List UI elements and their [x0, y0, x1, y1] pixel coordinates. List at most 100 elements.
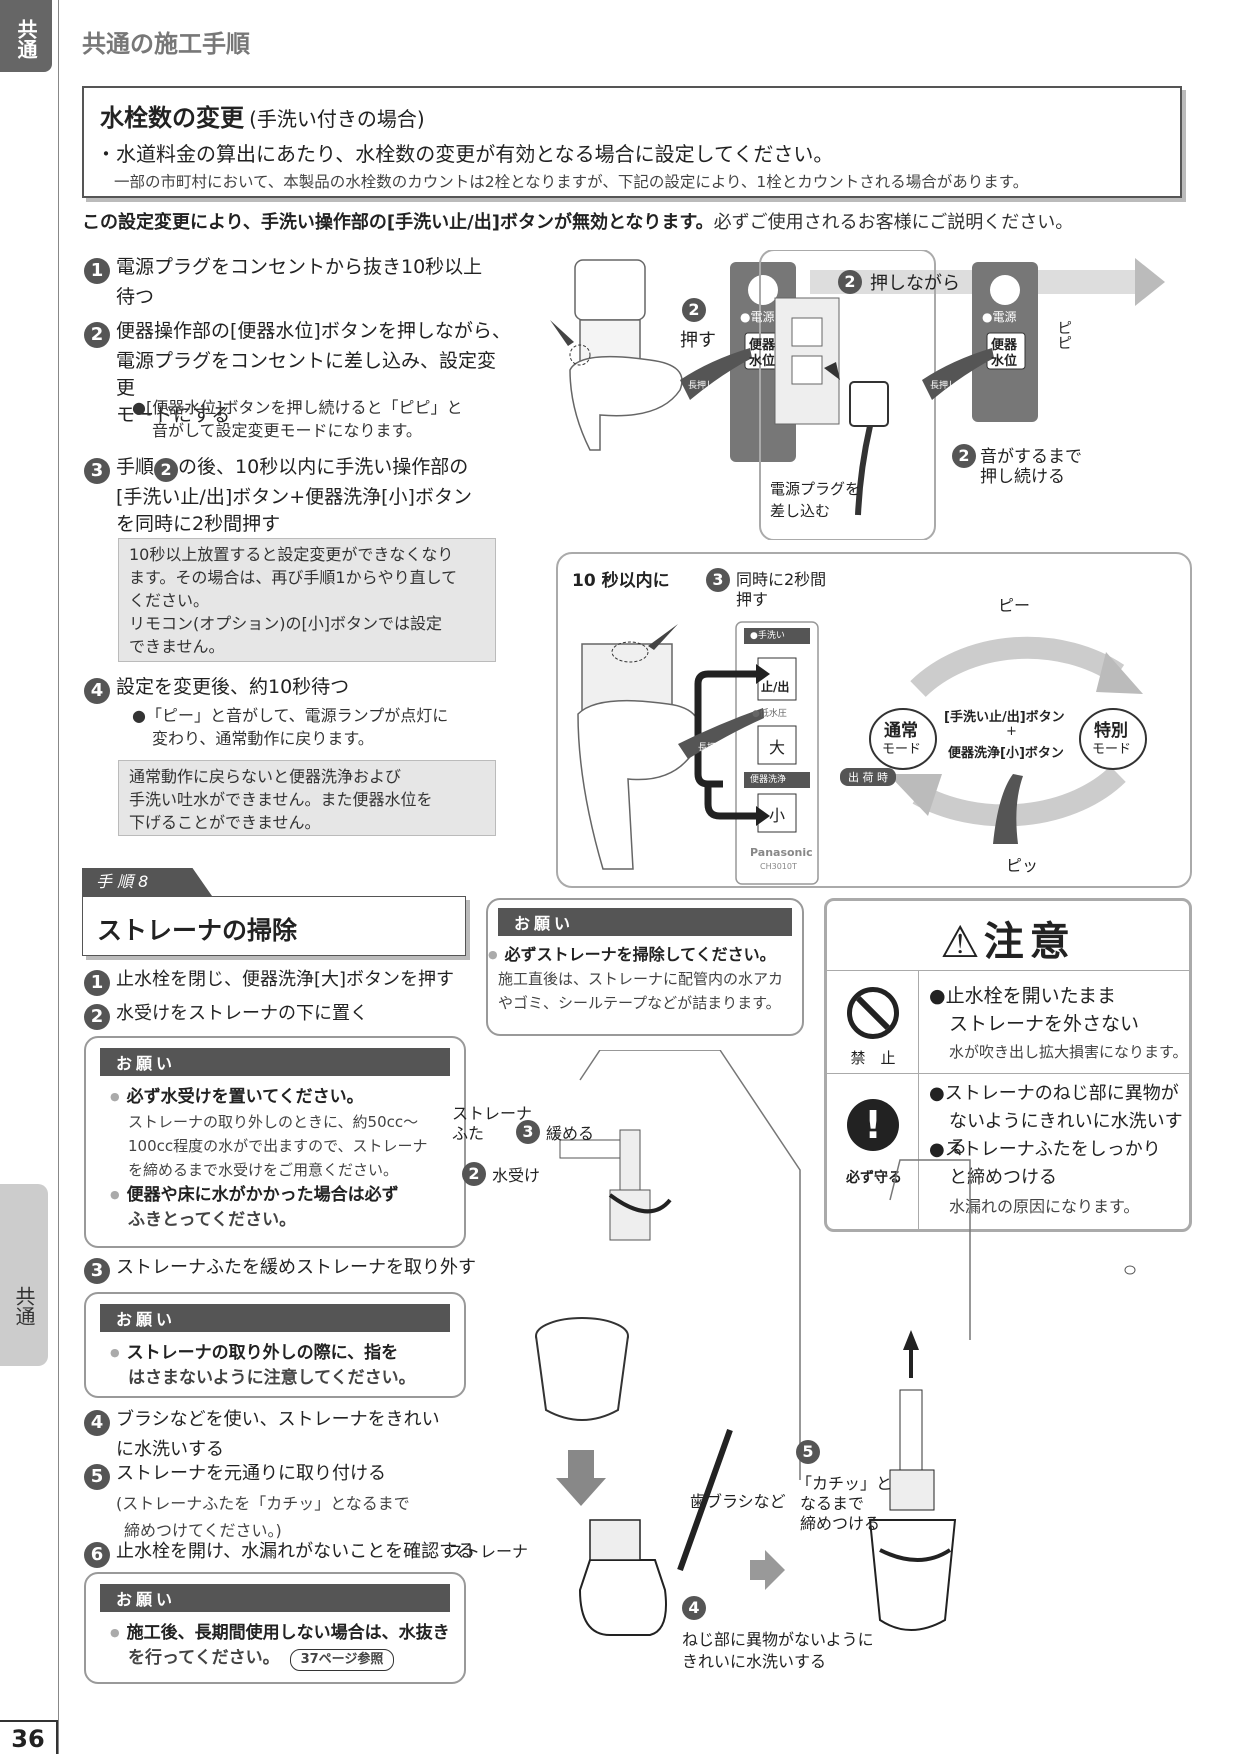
- fig2-lowpressure-label: ●低水圧: [752, 709, 787, 719]
- prohibit-note: 水が吹き出し拡大損害になります。: [949, 1043, 1188, 1061]
- faucet-box-title: 水栓数の変更: [100, 104, 244, 132]
- fig2-number: 3: [706, 568, 730, 592]
- request-bold-text: はさまないように注意してください。: [128, 1368, 416, 1388]
- section-header: 共通の施工手順: [82, 30, 250, 58]
- fig1-hold-label-1: 音がするまで: [980, 447, 1082, 467]
- request-bold-text: 必ずストレーナを掃除してください。: [498, 942, 792, 967]
- fig1-hold-label-2: 押し続ける: [980, 467, 1065, 487]
- fig3-click-label-1: 「カチッ」と: [796, 1474, 893, 1493]
- fig2-center-3: 便器洗浄[小]ボタン: [948, 746, 1064, 761]
- note-text: ます。その場合は、再び手順1からやり直して: [129, 568, 458, 587]
- request-bold-text: ふきとってください。: [128, 1210, 297, 1230]
- strainer-title: ストレーナの掃除: [97, 916, 298, 945]
- request-bold-text: 施工後、長期間使用しない場合は、水抜き: [100, 1620, 450, 1646]
- mandatory-text-2: ないようにきれいに水洗いする: [949, 1111, 1183, 1158]
- fig1-plug-label-2: 差し込む: [770, 502, 831, 520]
- step-number: 2: [84, 322, 110, 348]
- prohibit-text-2: ストレーナを外さない: [949, 1013, 1140, 1035]
- fig2-center-1: [手洗い止/出]ボタン: [944, 710, 1065, 725]
- request-header: お願い: [100, 1584, 450, 1612]
- step-text: に水洗いする: [116, 1439, 224, 1460]
- caution-header: ⚠注意: [827, 901, 1189, 971]
- step-text: 便器操作部の[便器水位]ボタンを押しながら、: [116, 320, 511, 342]
- step-text: を同時に2秒間押す: [116, 513, 281, 535]
- fig1-pipi: ピピ: [1055, 320, 1073, 350]
- fig3-click-number: 5: [796, 1440, 820, 1464]
- fig1-level-label-2a: 便器: [991, 338, 1018, 353]
- note-text: 10秒以上放置すると設定変更ができなくなり: [129, 545, 454, 564]
- note-text: リモコン(オプション)の[小]ボタンでは設定: [129, 614, 442, 633]
- fig1-while-number: 2: [838, 270, 862, 294]
- request-text: 施工直後は、ストレーナに配管内の水アカ: [498, 970, 784, 988]
- caution-title: 注意: [983, 919, 1076, 965]
- step-text: ストレーナを元通りに取り付ける: [116, 1463, 386, 1484]
- step-text: [手洗い止/出]ボタン+便器洗浄[小]ボタン: [116, 486, 472, 508]
- fig2-special-2: モード: [1092, 742, 1132, 757]
- caution-box: ⚠注意 禁 止 ●止水栓を開いたまま ストレーナを外さない 水が吹き出し拡大損害…: [824, 898, 1192, 1232]
- fig1-hold-number: 2: [952, 444, 976, 468]
- step-2-bullet: ●[便器水位]ボタンを押し続けると「ピピ」と 音がして設定変更モードになります。: [84, 396, 514, 442]
- request-bold-text: 便器や床に水がかかった場合は必ず: [100, 1182, 450, 1208]
- strainer-title-box: ストレーナの掃除: [82, 896, 466, 956]
- mandatory-label: 必ず守る: [846, 1170, 902, 1186]
- step-text: ストレーナふたを緩めストレーナを取り外す: [116, 1257, 476, 1278]
- step-text: 水受けをストレーナの下に置く: [116, 1003, 368, 1024]
- notice-rest: 必ずご使用されるお客様にご説明ください。: [713, 212, 1074, 233]
- figure-3-drawing: [535, 1049, 1136, 1636]
- page-number: 36: [0, 1720, 58, 1754]
- step-text: の後、10秒以内に手洗い操作部の: [178, 456, 469, 478]
- note-text: ください。: [129, 591, 210, 610]
- fig3-lid-label-1: ストレーナ: [452, 1104, 533, 1123]
- fig2-pii: ピー: [998, 596, 1031, 615]
- fig2-longpress: 長押し: [698, 743, 726, 753]
- step-text: ブラシなどを使い、ストレーナをきれい: [116, 1409, 440, 1430]
- fig1-push-label: 押す: [680, 330, 716, 351]
- fig3-bucket-label: 水受け: [492, 1166, 541, 1185]
- faucet-change-box: 水栓数の変更 (手洗い付きの場合) ・水道料金の算出にあたり、水栓数の変更が有効…: [82, 86, 1182, 198]
- step-text: 止水栓を閉じ、便器洗浄[大]ボタンを押す: [116, 969, 455, 990]
- faucet-box-line1: ・水道料金の算出にあたり、水栓数の変更が有効となる場合に設定してください。: [96, 142, 834, 166]
- fig2-normal-2: モード: [882, 742, 922, 757]
- fig2-factory-badge: 出 荷 時: [840, 768, 896, 786]
- fig1-level-label-2b: 水位: [991, 354, 1018, 369]
- fig2-sim-label-1: 同時に2秒間: [736, 570, 827, 589]
- fig1-while-label: 押しながら: [870, 273, 960, 294]
- fig1-longpress: 長押し: [688, 381, 716, 391]
- step-number: 4: [84, 678, 110, 704]
- step-text: 止水栓を開け、水漏れがないことを確認する: [116, 1541, 476, 1562]
- figure-2-drawing: [577, 621, 1147, 885]
- fig1-level-label-2: 水位: [749, 354, 776, 369]
- step-subtext: 締めつけてください。): [124, 1521, 282, 1540]
- page-reference-link[interactable]: 37ページ参照: [289, 1649, 395, 1671]
- request-bold-text: を行ってください。: [128, 1648, 280, 1668]
- fig2-flush-label: 便器洗浄: [750, 775, 787, 785]
- fig3-loosen-label: 緩める: [546, 1124, 595, 1143]
- step-number: 1: [84, 970, 110, 996]
- request-box-middle: お願い 必ずストレーナを掃除してください。 施工直後は、ストレーナに配管内の水ア…: [486, 898, 804, 1036]
- step-number: 3: [84, 458, 110, 484]
- fig1-plug-label-1: 電源プラグを: [770, 480, 861, 498]
- notice-line: この設定変更により、手洗い操作部の[手洗い止/出]ボタンが無効となります。必ずご…: [82, 208, 1192, 234]
- fig2-small-button: 小: [769, 806, 786, 825]
- step-text: 手順: [116, 456, 155, 478]
- step-subtext: (ストレーナふたを「カチッ」となるまで: [116, 1494, 410, 1513]
- step-4-note: 通常動作に戻らないと便器洗浄および 手洗い吐水ができません。また便器水位を 下げ…: [118, 760, 496, 836]
- fig3-wash-label-1: ねじ部に異物がないように: [682, 1630, 874, 1649]
- fig1-push-number: 2: [682, 298, 706, 322]
- prohibit-icon: [847, 987, 899, 1039]
- request-header: お願い: [100, 1304, 450, 1332]
- note-text: 下げることができません。: [129, 813, 321, 832]
- prohibit-label: 禁 止: [850, 1049, 896, 1067]
- request-text: 100cc程度の水がで出ますので、ストレーナ: [128, 1137, 428, 1155]
- fig3-click-label-2: なるまで: [800, 1494, 865, 1513]
- clean-step-1: 1 止水栓を閉じ、便器洗浄[大]ボタンを押す: [84, 966, 494, 996]
- mandatory-icon: !: [847, 1099, 899, 1151]
- warning-triangle-icon: ⚠: [940, 917, 980, 968]
